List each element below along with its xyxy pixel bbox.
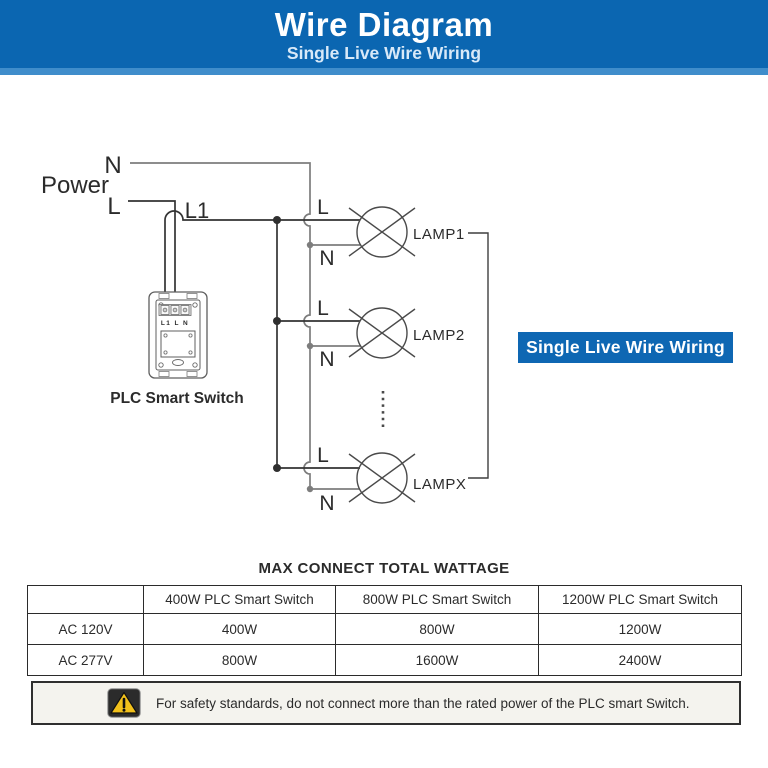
lamp-symbol-x: [348, 452, 416, 504]
neutral-junction-dot: [306, 342, 314, 350]
cell-value: 1600W: [335, 644, 539, 676]
live-wire-power: [128, 200, 176, 306]
lamp-symbol-1: [348, 206, 416, 258]
cell-value: 400W: [143, 613, 336, 645]
neutral-junction-dot: [306, 485, 314, 493]
wattage-table: 400W PLC Smart Switch 800W PLC Smart Swi…: [27, 585, 742, 676]
live-junction-dot: [273, 317, 281, 325]
page-title: Wire Diagram: [274, 6, 494, 43]
page-header: Wire Diagram Single Live Wire Wiring: [0, 0, 768, 68]
row-label: AC 277V: [27, 644, 144, 676]
cell-value: 1200W: [538, 613, 742, 645]
switch-label: PLC Smart Switch: [110, 390, 244, 407]
wattage-table-title: MAX CONNECT TOTAL WATTAGE: [258, 560, 510, 577]
table-row-ac277v: AC 277V 800W 1600W 2400W: [27, 644, 742, 676]
lamp1-neutral-label: N: [319, 247, 334, 270]
power-live-label: L: [107, 193, 120, 220]
live-wire-l1: [164, 210, 360, 306]
l1-label: L1: [185, 198, 209, 223]
lampx-live-label: L: [317, 444, 329, 467]
smart-switch-graphic: L1 L N: [148, 291, 208, 379]
lampx-name: LAMPX: [413, 476, 466, 493]
wiring-type-badge: Single Live Wire Wiring: [518, 332, 733, 363]
cell-value: 800W: [143, 644, 336, 676]
wiring-diagram: L1 L N Power N L L1 L N L N L N LAMP1 LA…: [41, 152, 489, 515]
table-header-1200w: 1200W PLC Smart Switch: [538, 585, 742, 614]
table-header-800w: 800W PLC Smart Switch: [335, 585, 539, 614]
lamp2-name: LAMP2: [413, 327, 465, 344]
page-subtitle: Single Live Wire Wiring: [286, 43, 482, 63]
safety-warning-box: For safety standards, do not connect mor…: [31, 681, 741, 725]
lamp-group-bracket: [468, 232, 489, 479]
lampx-neutral-label: N: [319, 492, 334, 515]
cell-value: 800W: [335, 613, 539, 645]
warning-triangle-icon: [107, 688, 141, 718]
lamp2-neutral-label: N: [319, 348, 334, 371]
lamp-symbol-2: [348, 307, 416, 359]
table-header-400w: 400W PLC Smart Switch: [143, 585, 336, 614]
cell-value: 2400W: [538, 644, 742, 676]
lamp1-name: LAMP1: [413, 226, 465, 243]
row-label: AC 120V: [27, 613, 144, 645]
table-header-row: 400W PLC Smart Switch 800W PLC Smart Swi…: [27, 585, 742, 614]
table-header-empty: [27, 585, 144, 614]
power-neutral-label: N: [104, 152, 121, 179]
neutral-junction-dot: [306, 241, 314, 249]
safety-warning-text: For safety standards, do not connect mor…: [156, 695, 690, 711]
table-row-ac120v: AC 120V 400W 800W 1200W: [27, 613, 742, 645]
live-junction-dot: [273, 464, 281, 472]
lamp1-live-label: L: [317, 196, 329, 219]
lamp2-live-label: L: [317, 297, 329, 320]
switch-terminal-labels: L1 L N: [161, 320, 189, 327]
power-label: Power: [41, 172, 109, 199]
live-junction-dot: [273, 216, 281, 224]
header-accent-strip: [0, 68, 768, 75]
